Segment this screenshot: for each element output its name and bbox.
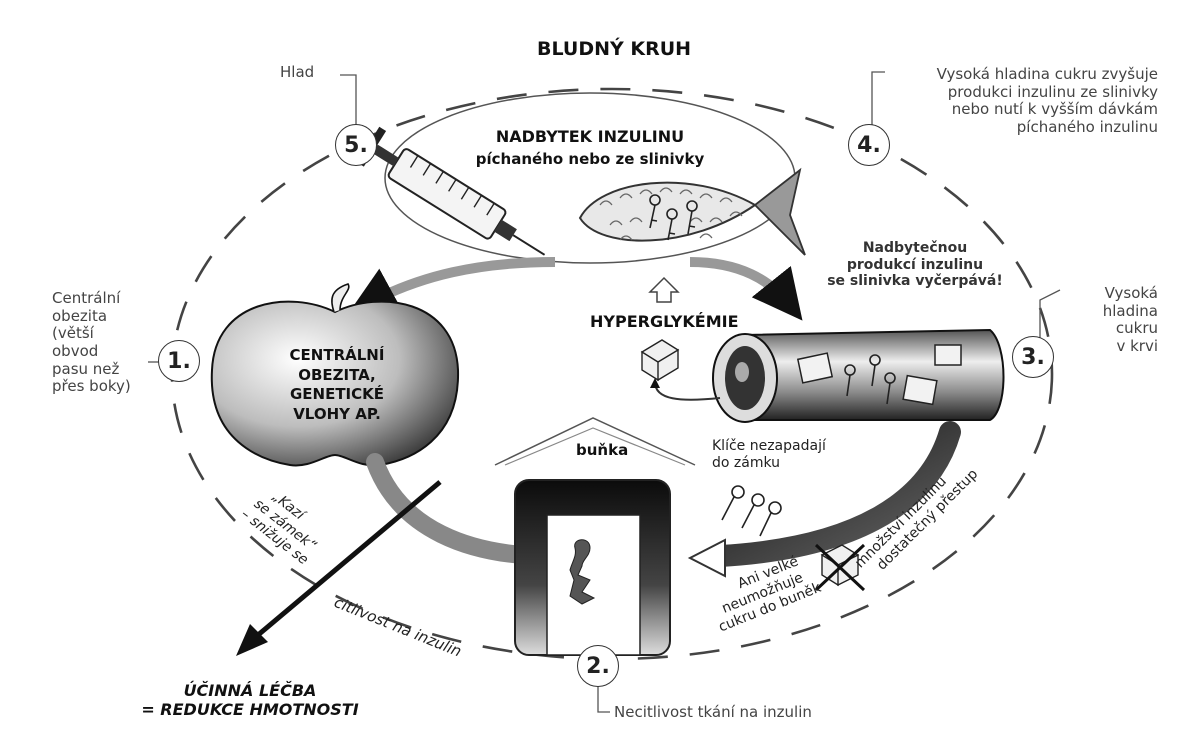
step-4-label: Vysoká hladina cukru zvyšuje produkci in… [888,66,1158,137]
arrow-to-apple [365,262,555,305]
step-5-label: Hlad [280,64,314,82]
insulin-excess-title: NADBYTEK INZULINU [460,128,720,147]
step-1-line-4: obvod [52,343,131,361]
keys-note-line-1: Klíče nezapadají [712,438,826,455]
pancreas-line-2: produkcí inzulinu [815,257,1015,274]
diagram-title: BLUDNÝ KRUH [537,38,691,60]
insulin-excess-subtitle: píchaného nebo ze slinivky [460,151,720,169]
syringe-icon [357,127,556,273]
apple-line-3: GENETICKÉ [262,385,412,405]
apple-text: CENTRÁLNÍ OBEZITA, GENETICKÉ VLOHY AP. [262,346,412,424]
leader-line-5 [340,75,356,128]
pancreas-note: Nadbytečnou produkcí inzulinu se slinivk… [815,240,1015,290]
step-number-1: 1. [158,340,200,382]
step-4-line-4: píchaného inzulinu [888,119,1158,137]
step-3-line-1: Vysoká [1070,285,1158,303]
step-4-line-3: nebo nutí k vyšším dávkám [888,101,1158,119]
blood-vessel-icon [713,330,1004,422]
step-number-3: 3. [1012,336,1054,378]
step-3-line-3: cukru [1070,320,1158,338]
step-4-line-2: produkci inzulinu ze slinivky [888,84,1158,102]
hyperglycemia-up-arrow [650,278,678,302]
cube-return-arrow [655,382,720,400]
step-number-4: 4. [848,124,890,166]
step-4-line-1: Vysoká hladina cukru zvyšuje [888,66,1158,84]
step-3-line-2: hladina [1070,303,1158,321]
step-number-2: 2. [577,645,619,687]
keys-icon [722,486,781,536]
hyperglycemia-label: HYPERGLYKÉMIE [590,313,739,332]
apple-line-2: OBEZITA, [262,366,412,386]
step-1-line-1: Centrální [52,290,131,308]
step-number-5: 5. [335,124,377,166]
apple-line-1: CENTRÁLNÍ [262,346,412,366]
pancreas-line-1: Nadbytečnou [815,240,1015,257]
arrow-to-vessel [690,262,790,305]
arrow-vessel-to-cell-head [690,540,725,576]
leader-line-4 [872,72,885,125]
cell-label: buňka [576,442,628,460]
step-1-label: Centrální obezita (větší obvod pasu než … [52,290,131,396]
fish-icon [580,170,805,255]
step-3-line-4: v krvi [1070,338,1158,356]
treatment-line-2: = REDUKCE HMOTNOSTI [130,701,370,720]
step-1-line-5: pasu než [52,361,131,379]
sugar-cube-icon [642,340,678,380]
step-1-line-3: (větší [52,325,131,343]
step-2-label: Necitlivost tkání na inzulin [614,704,812,722]
keys-note: Klíče nezapadají do zámku [712,438,826,471]
step-1-line-6: přes boky) [52,378,131,396]
treatment-label: ÚČINNÁ LÉČBA = REDUKCE HMOTNOSTI [130,682,370,720]
step-1-line-2: obezita [52,308,131,326]
pancreas-line-3: se slinivka vyčerpává! [815,273,1015,290]
keys-note-line-2: do zámku [712,455,826,472]
treatment-line-1: ÚČINNÁ LÉČBA [130,682,370,701]
apple-line-4: VLOHY AP. [262,405,412,425]
step-3-label: Vysoká hladina cukru v krvi [1070,285,1158,356]
